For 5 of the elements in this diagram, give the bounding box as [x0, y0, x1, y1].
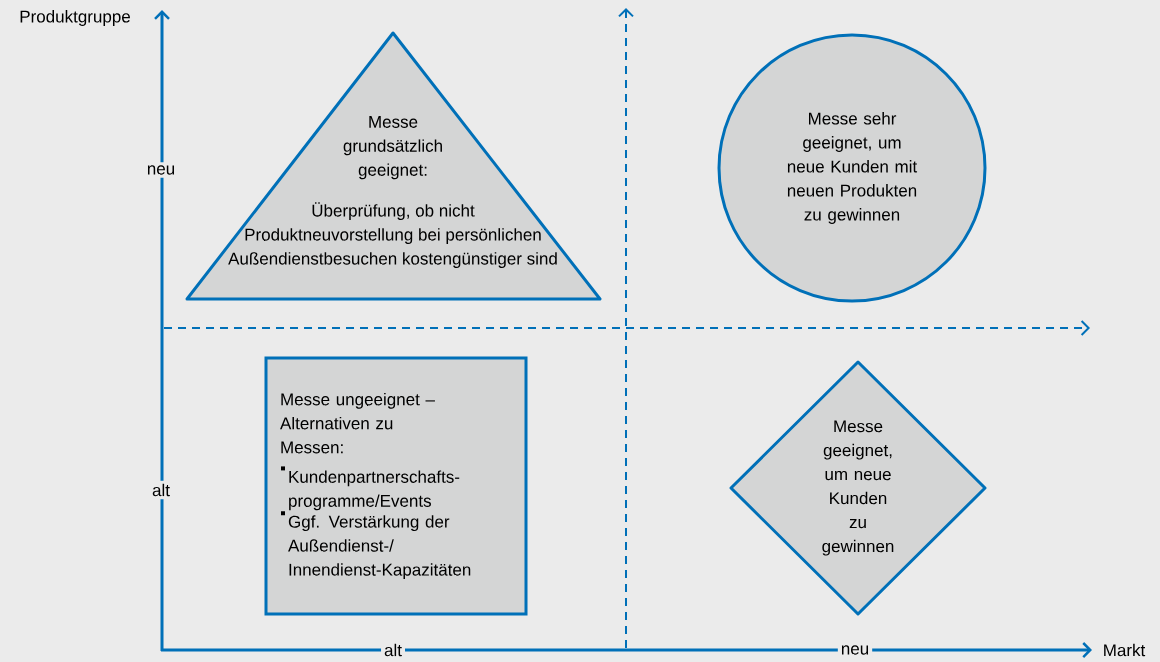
axis-label: Markt	[1104, 643, 1146, 657]
axis-label: neu	[143, 162, 179, 178]
axis-label: neu	[837, 642, 873, 658]
axis-label: Produktgruppe	[20, 10, 130, 26]
text-box: Messe ungeeignet – Alternativen zu Messen: Kundenpartnerschafts- programme/Events Ggf. Verstärkung der Außendienst-/ Innendienst-Kapazitäten	[264, 356, 528, 616]
